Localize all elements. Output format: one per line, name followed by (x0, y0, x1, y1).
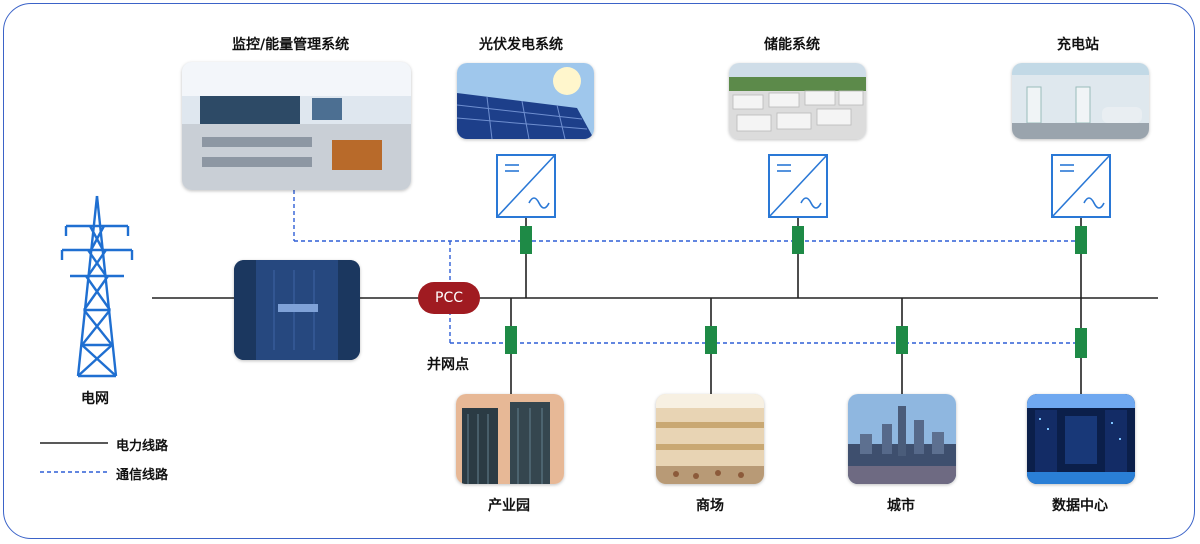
pv-panel-photo (457, 63, 594, 139)
pv-label: 光伏发电系统 (479, 37, 563, 53)
mall-label: 商场 (696, 498, 724, 514)
storage-containers-photo (729, 63, 866, 139)
datacenter-label: 数据中心 (1052, 498, 1108, 514)
data-center-photo (1027, 394, 1135, 484)
storage-label: 储能系统 (764, 37, 820, 53)
industrial-park-label: 产业园 (488, 498, 530, 514)
diagram-frame (3, 3, 1195, 539)
industrial-park-photo (456, 394, 564, 484)
monitoring-label: 监控/能量管理系统 (232, 37, 350, 53)
charging-label: 充电站 (1057, 37, 1099, 53)
transmission-tower-icon (60, 195, 134, 378)
legend-comm-label: 通信线路 (116, 468, 169, 483)
pv-converter-icon (496, 154, 556, 218)
city-label: 城市 (887, 498, 915, 514)
monitoring-room-photo (182, 62, 411, 190)
shopping-mall-photo (656, 394, 764, 484)
pcc-badge: PCC (418, 282, 480, 314)
meter-icons (505, 226, 1087, 358)
comm-lines (293, 190, 1081, 344)
storage-converter-icon (768, 154, 828, 218)
charging-converter-icon (1051, 154, 1111, 218)
grid-label: 电网 (81, 391, 109, 407)
substation-container-photo (234, 260, 360, 360)
grid-point-label: 并网点 (427, 357, 469, 373)
city-skyline-photo (848, 394, 956, 484)
legend-power-label: 电力线路 (116, 439, 169, 454)
charging-station-photo (1012, 63, 1149, 139)
